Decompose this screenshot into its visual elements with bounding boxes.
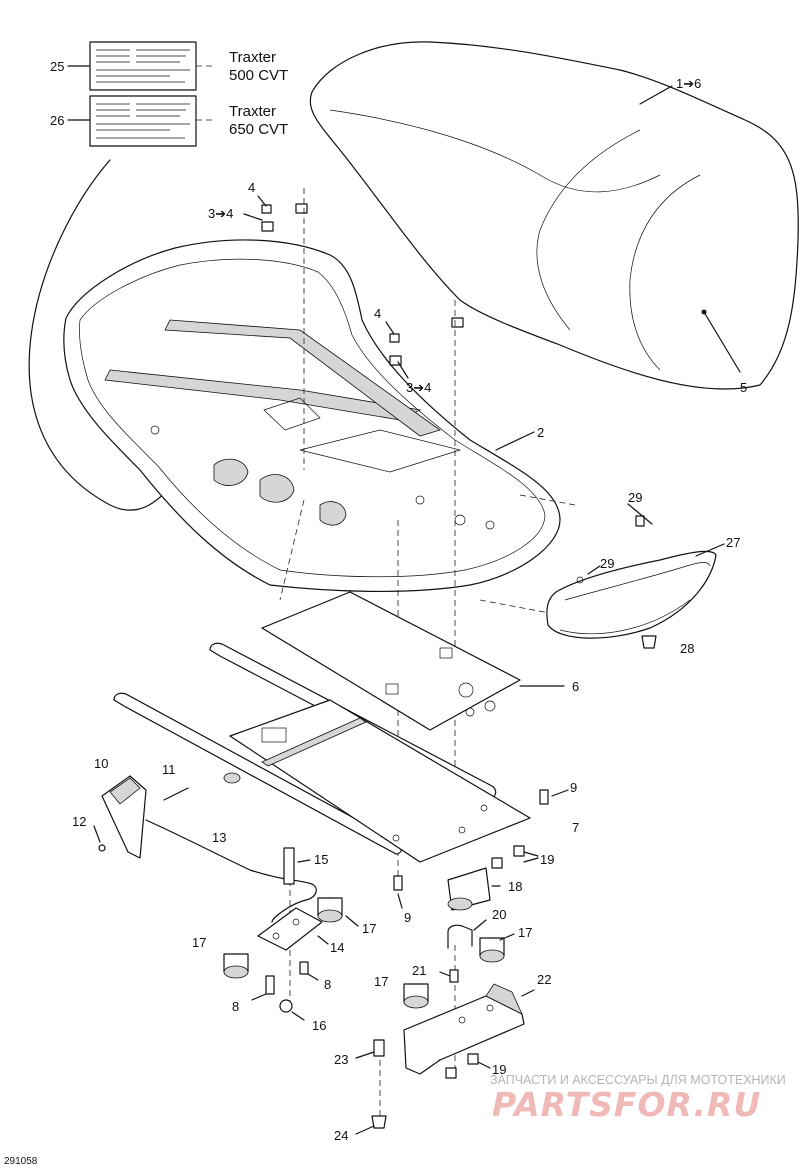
callout-17-c: 17 [518,925,532,940]
callout-17-a: 17 [362,921,376,936]
callout-19-a: 19 [540,852,554,867]
clip-nut-pair-2 [385,317,464,379]
callout-17-d: 17 [374,974,388,989]
callout-5: 5 [740,380,747,395]
callout-12: 12 [72,814,86,829]
screw-9-lower [393,875,403,909]
callout-13: 13 [212,830,226,845]
seat-frame [113,642,531,863]
latch-assembly [93,775,317,923]
callout-20: 20 [492,907,506,922]
callout-24: 24 [334,1128,348,1143]
callout-4-a: 4 [248,180,255,195]
callout-27: 27 [726,535,740,550]
callout-6: 6 [572,679,579,694]
callout-19-b: 19 [492,1062,506,1077]
u-bolt-20 [447,919,487,949]
washer-16 [279,999,293,1013]
callout-29-a: 29 [628,490,642,505]
clip-nut-pair-1 [243,195,308,232]
support-bracket-22 [403,969,535,1075]
callout-3-4-b: 3➔4 [406,380,431,395]
latch-bracket [257,847,329,951]
rubber-bumper-3 [403,983,429,1009]
callout-8-b: 8 [232,999,239,1014]
rubber-bumper-2 [317,897,359,927]
bolt-8-left [265,975,275,995]
nut-24 [371,1115,387,1129]
screw-9-upper [539,789,569,805]
callout-14: 14 [330,940,344,955]
callout-16: 16 [312,1018,326,1033]
decal-25 [89,41,197,91]
callout-26: 26 [50,113,64,128]
callout-4-b: 4 [374,306,381,321]
callout-1-6: 1➔6 [676,76,701,91]
model-500-line2: 500 CVT [229,67,288,84]
callout-11: 11 [162,762,176,777]
watermark-brand: PARTSFOR.RU [492,1085,761,1124]
rubber-bumper-1 [223,953,249,979]
seat-base [63,239,561,593]
latch-striker [447,845,539,911]
drawing-code: 291058 [4,1156,38,1167]
callout-15: 15 [314,852,328,867]
callout-28: 28 [680,641,694,656]
insulation-pad [261,591,565,731]
model-650-line2: 650 CVT [229,121,288,138]
watermark-tagline: ЗАПЧАСТИ И АКСЕССУАРЫ ДЛЯ МОТОТЕХНИКИ [490,1073,786,1087]
callout-9-a: 9 [570,780,577,795]
callout-10: 10 [94,756,108,771]
screw-23 [373,1039,385,1057]
callout-25: 25 [50,59,64,74]
callout-29-b: 29 [600,556,614,571]
nut-8-right [299,961,309,975]
nut-19-lower [445,1067,457,1079]
callout-9-b: 9 [404,910,411,925]
rubber-bumper-4 [479,933,515,963]
callout-2: 2 [537,425,544,440]
callout-17-b: 17 [192,935,206,950]
model-650-line1: Traxter [229,103,276,120]
callout-23: 23 [334,1052,348,1067]
callout-18: 18 [508,879,522,894]
callout-22: 22 [537,972,551,987]
callout-21: 21 [412,963,426,978]
seat-cushion [309,41,799,390]
callout-8-a: 8 [324,977,331,992]
rear-trim-cover [546,503,725,649]
callout-3-4-a: 3➔4 [208,206,233,221]
callout-7: 7 [572,820,579,835]
model-500-line1: Traxter [229,49,276,66]
decal-26 [89,95,197,147]
